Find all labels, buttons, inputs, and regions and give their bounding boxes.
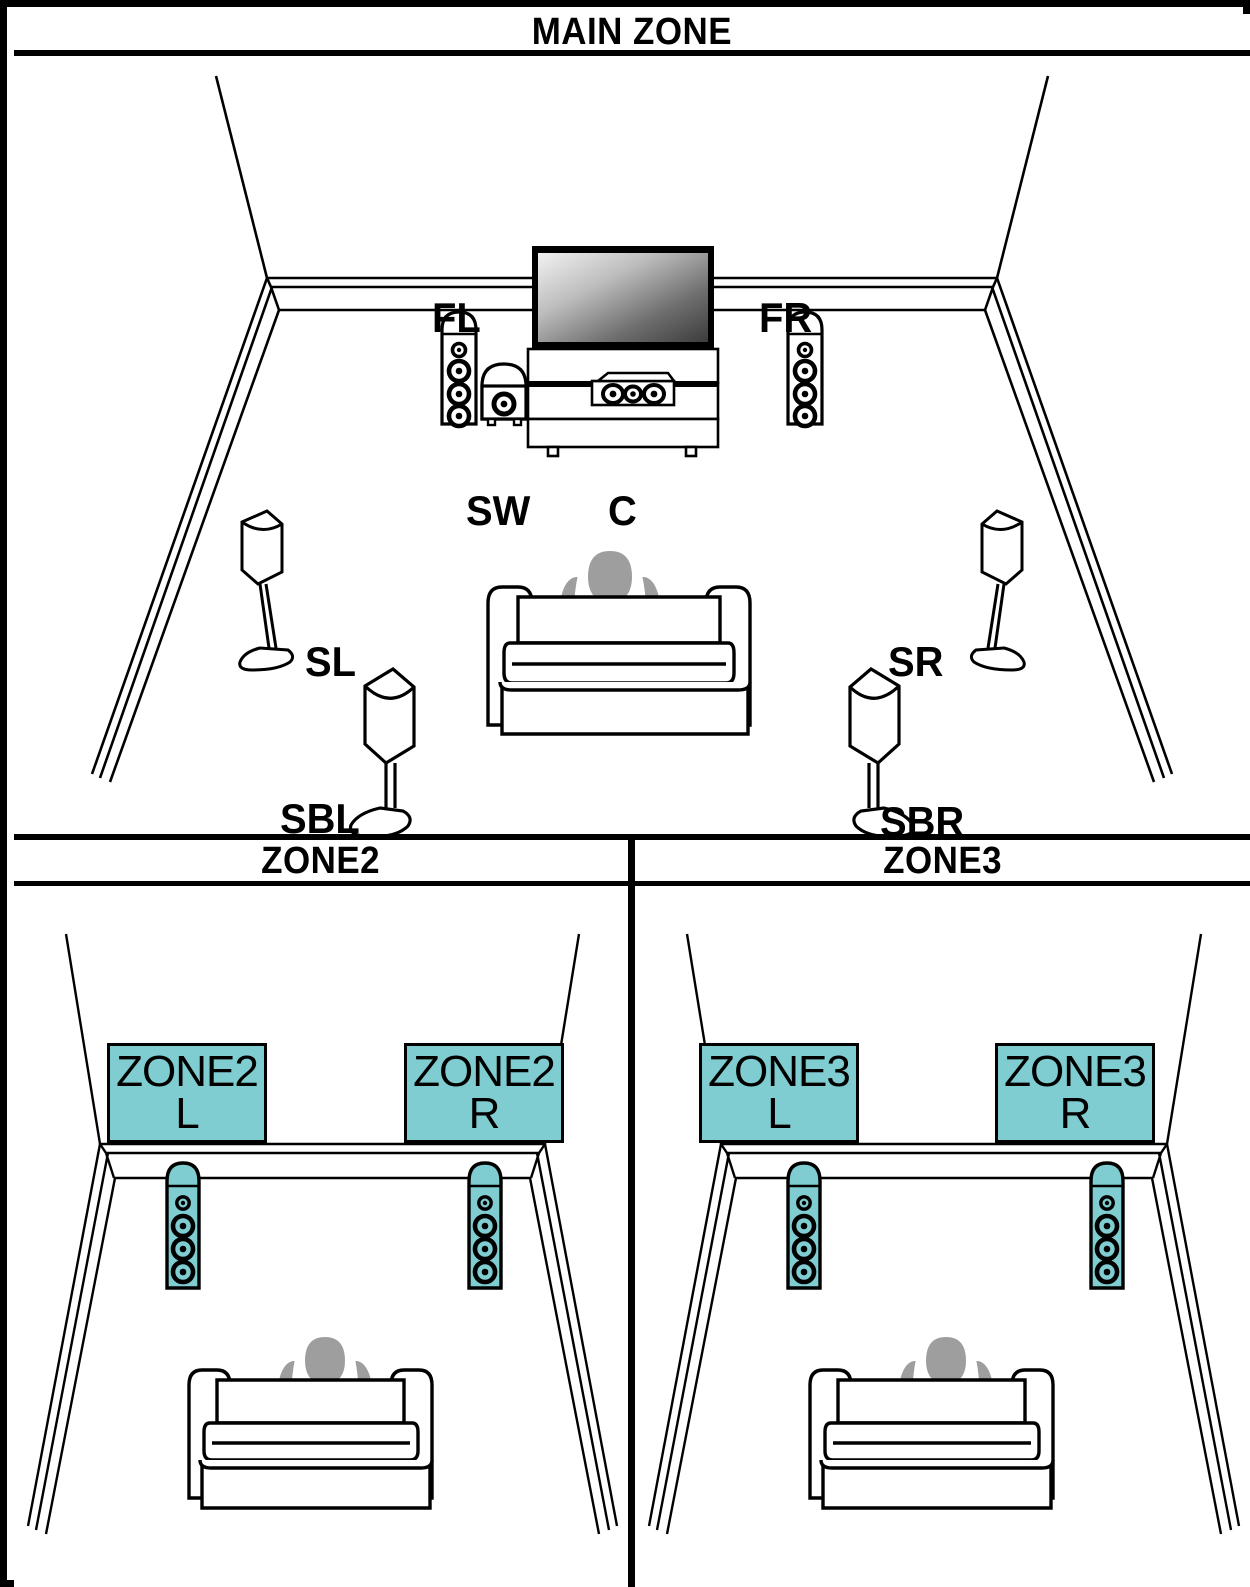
surround-speaker-stand-right (969, 509, 1026, 672)
main-zone-artwork (90, 75, 1174, 834)
label-center: C (608, 487, 637, 534)
main-zone-title: MAIN ZONE (531, 11, 733, 53)
zone3-right-label-line2: R (1059, 1089, 1092, 1138)
zone2-speaker-right (467, 1161, 503, 1290)
center-speaker (590, 371, 677, 407)
zone2-right-label-line1: ZONE2 (413, 1047, 556, 1097)
surround-back-speaker-stand-right (848, 667, 916, 834)
main-zone-panel: FL FR SW C SL SR SBL SBR (14, 56, 1250, 834)
floorstanding-speaker-left (440, 310, 478, 429)
room-walls (26, 933, 619, 1535)
zone3-right-label-box: ZONE3 R (995, 1043, 1155, 1143)
zone3-artwork (647, 933, 1241, 1535)
zone3-right-label-line1: ZONE3 (1004, 1047, 1147, 1097)
zone3-header: ZONE3 (635, 834, 1250, 886)
main-zone-header: MAIN ZONE (14, 11, 1250, 56)
zone2-header: ZONE2 (14, 834, 628, 886)
surround-speaker-stand-left (238, 509, 295, 672)
zone3-left-label-line1: ZONE3 (708, 1047, 851, 1097)
floorstanding-speaker-right (786, 310, 824, 429)
zone3-left-label-box: ZONE3 L (699, 1043, 859, 1143)
zone2-artwork (26, 933, 619, 1535)
label-surround-back-right: SBR (880, 798, 965, 835)
zone-divider (628, 834, 635, 1587)
zone2-left-label-line1: ZONE2 (116, 1047, 259, 1097)
zone2-right-label-box: ZONE2 R (404, 1043, 564, 1143)
label-surround-back-left: SBL (280, 795, 360, 835)
sofa (808, 1368, 1055, 1510)
zone2-left-label-box: ZONE2 L (107, 1043, 267, 1143)
zone2-left-label-line2: L (175, 1089, 200, 1138)
zone2-title: ZONE2 (261, 839, 381, 882)
label-subwoofer: SW (466, 487, 531, 534)
sofa (187, 1368, 434, 1510)
label-surround-left: SL (305, 638, 356, 685)
zone3-panel (635, 886, 1250, 1587)
label-front-right: FR (759, 294, 813, 341)
subwoofer (480, 362, 528, 427)
room-walls (90, 75, 1174, 783)
surround-back-speaker-stand-left (348, 667, 416, 834)
zone2-right-label-line2: R (468, 1089, 501, 1138)
zone3-title: ZONE3 (883, 839, 1002, 882)
zone2-speaker-left (165, 1161, 201, 1290)
label-surround-right: SR (888, 638, 944, 685)
zone2-panel (14, 886, 628, 1587)
zone3-speaker-left (786, 1161, 822, 1290)
zone3-speaker-right (1089, 1161, 1125, 1290)
label-front-left: FL (432, 294, 481, 341)
zone3-left-label-line2: L (767, 1089, 792, 1138)
sofa (486, 585, 752, 736)
